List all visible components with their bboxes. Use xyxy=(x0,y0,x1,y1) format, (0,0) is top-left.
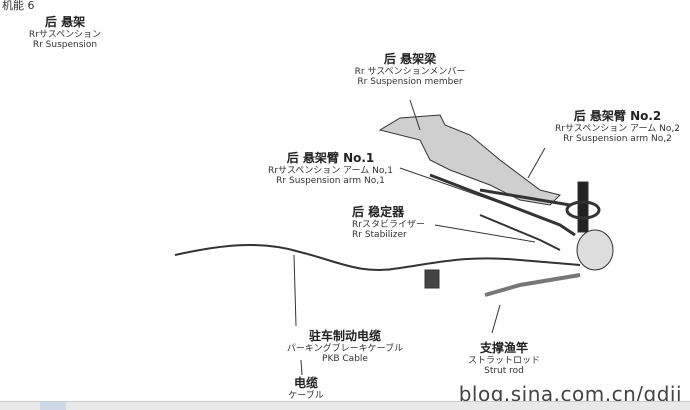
suspension-arm-2 xyxy=(479,188,571,207)
label-zh: 后 悬架臂 No.1 xyxy=(286,151,375,165)
suspension-arm-1 xyxy=(429,173,576,237)
label-zh: 后 稳定器 xyxy=(352,205,405,219)
label-zh: 后 悬架梁 xyxy=(383,52,437,66)
label-cable: 电缆 ケーブル xyxy=(288,376,324,401)
label-jp: パーキングブレーキケーブル xyxy=(286,343,404,354)
label-zh: 后 悬架 xyxy=(44,15,86,29)
label-suspension-member: 后 悬架梁 Rr サスペンションメンバー Rr Suspension membe… xyxy=(340,52,480,88)
label-en: PKB Cable xyxy=(322,354,368,365)
label-jp: Rrサスペンション xyxy=(28,29,102,40)
label-en: Strut rod xyxy=(484,366,524,377)
label-zh: 驻车制动电缆 xyxy=(308,329,381,343)
label-en: Rr Stabilizer xyxy=(352,230,407,241)
label-zh: 后 悬架臂 No.2 xyxy=(573,109,662,123)
label-pkb-cable: 驻车制动电缆 パーキングブレーキケーブル PKB Cable xyxy=(280,329,410,365)
label-jp: Rrサスペンション アーム No,2 xyxy=(555,123,680,134)
strut-rod xyxy=(484,273,581,297)
label-en: Rr Suspension xyxy=(32,40,98,51)
strut xyxy=(577,181,589,233)
corner-text: 机能 6 xyxy=(2,0,35,12)
label-suspension-arm-1: 后 悬架臂 No.1 Rrサスペンション アーム No,1 Rr Suspens… xyxy=(258,151,403,187)
bottom-tab xyxy=(40,402,66,410)
pkb-cable xyxy=(174,243,581,271)
label-jp: Rr サスペンションメンバー xyxy=(354,66,466,77)
label-stabilizer: 后 稳定器 Rrスタビライザー Rr Stabilizer xyxy=(352,205,432,241)
label-en: Rr Suspension arm No,1 xyxy=(276,176,385,187)
label-rr-suspension: 后 悬架 Rrサスペンション Rr Suspension xyxy=(10,15,120,51)
bottom-bar xyxy=(0,401,690,410)
label-zh: 电缆 xyxy=(293,376,318,390)
label-jp: ストラットロッド xyxy=(468,355,541,366)
label-en: Rr Suspension member xyxy=(357,77,463,88)
stabilizer-bar xyxy=(479,214,561,251)
label-strut-rod: 支撑渔竿 ストラットロッド Strut rod xyxy=(468,341,541,377)
label-en: Rr Suspension arm No,2 xyxy=(563,134,672,145)
label-zh: 支撑渔竿 xyxy=(479,341,528,355)
label-jp: Rrサスペンション アーム No,1 xyxy=(268,165,393,176)
label-jp: Rrスタビライザー xyxy=(352,219,425,230)
label-suspension-arm-2: 后 悬架臂 No.2 Rrサスペンション アーム No,2 Rr Suspens… xyxy=(545,109,690,145)
hub xyxy=(576,229,614,271)
suspension-member xyxy=(378,114,561,206)
label-jp: ケーブル xyxy=(288,390,324,401)
cable-bracket xyxy=(424,269,440,289)
spring xyxy=(565,200,601,220)
